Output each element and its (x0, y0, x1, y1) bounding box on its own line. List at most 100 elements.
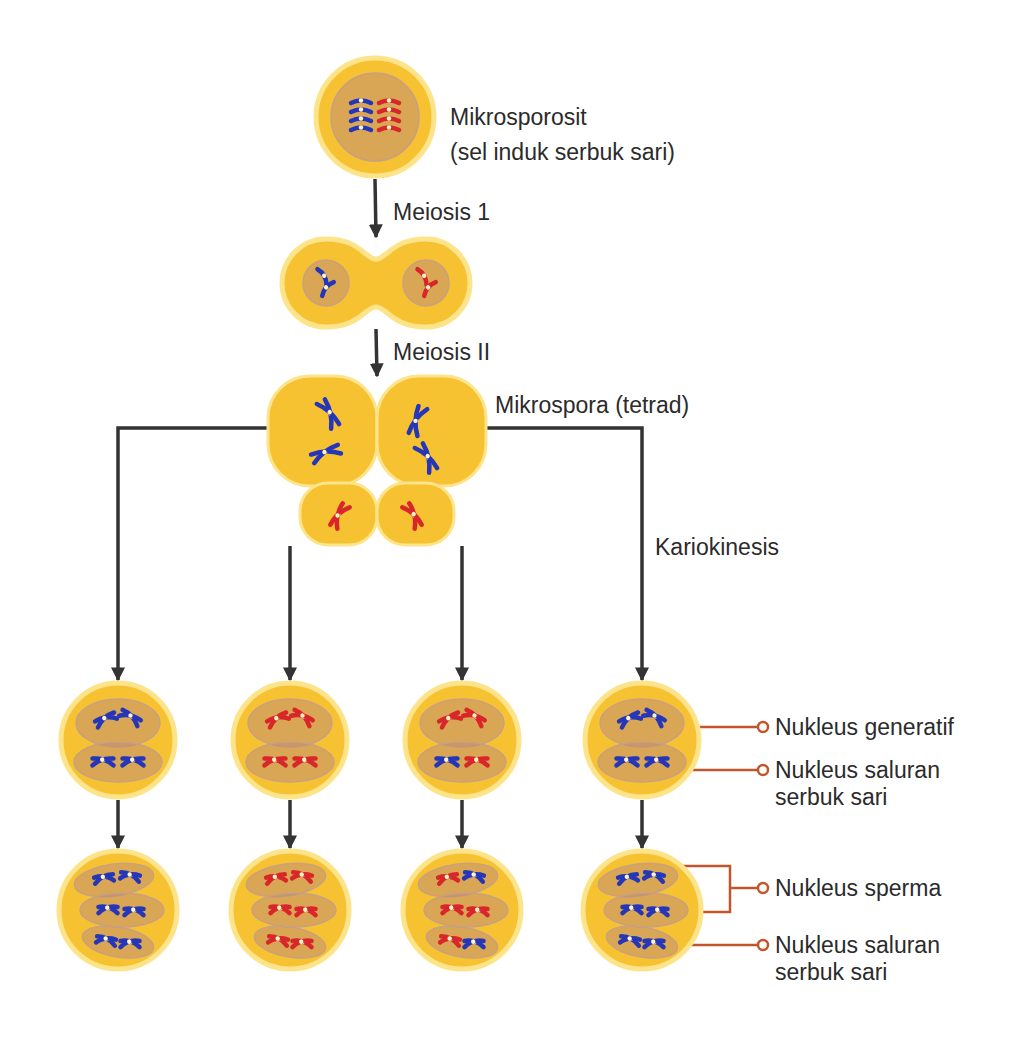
chromosome (617, 870, 637, 884)
cell-node (402, 680, 522, 800)
centromere (298, 939, 304, 945)
nucleus (424, 893, 508, 927)
leader-end (758, 940, 768, 950)
centromere (103, 936, 108, 941)
centromere (130, 907, 136, 913)
chromosome (441, 902, 461, 913)
chromosome (463, 936, 483, 947)
chromosome (468, 904, 488, 915)
leader-end (758, 722, 768, 732)
cell-wall (403, 851, 521, 969)
centromere (275, 936, 280, 941)
chromosome (351, 116, 371, 121)
chromatid (643, 713, 665, 720)
chromatid (463, 713, 485, 720)
cell-node (56, 848, 180, 972)
chromatid (438, 872, 457, 884)
cell-illustration (228, 848, 352, 972)
chromosome (415, 444, 440, 468)
chromatid (442, 905, 462, 914)
nucleus (74, 742, 162, 782)
chromosome (119, 871, 139, 878)
chromatid (124, 907, 144, 916)
cell-wall (231, 851, 349, 969)
nucleus (403, 260, 449, 306)
centromere (387, 125, 391, 129)
chromosome (270, 902, 290, 913)
chromatid (622, 905, 642, 914)
chromatid (402, 505, 423, 524)
chromosome (120, 936, 140, 947)
chromosome (98, 902, 118, 913)
chromatid (622, 905, 642, 914)
process-arrow (486, 428, 642, 680)
cell-wall (405, 683, 519, 797)
centromere (359, 116, 363, 120)
leader-end (758, 765, 768, 775)
chromatid (644, 939, 664, 948)
chromatid (93, 756, 115, 765)
chromosome (402, 504, 424, 525)
chromatid (318, 268, 329, 285)
chromosome (437, 870, 457, 884)
chromosome (379, 125, 399, 130)
cell-illustration (58, 680, 178, 800)
centromere (651, 872, 656, 877)
centromere (623, 757, 629, 763)
chromatid (270, 905, 290, 914)
cell-label: Mikrosporosit (450, 104, 587, 131)
cell-illustration (580, 848, 704, 972)
chromatid (648, 907, 668, 916)
chromosome (267, 935, 287, 942)
chromatid (464, 939, 484, 948)
chromatid (313, 443, 338, 463)
centromere (411, 511, 417, 517)
chromosome (265, 754, 287, 765)
chromosome (643, 711, 665, 720)
centromere (100, 874, 106, 880)
nucleus (604, 921, 680, 963)
centromere (99, 757, 105, 763)
centromere (302, 907, 308, 913)
chromosome (265, 870, 285, 884)
callout-label: Nukleus generatif (775, 714, 954, 741)
chromatid (320, 280, 333, 295)
cell-node (582, 680, 702, 800)
chromosome (293, 754, 315, 765)
chromosome (621, 902, 641, 913)
chromatid (92, 756, 114, 765)
chromatid (317, 402, 341, 424)
centromere (444, 874, 450, 880)
nucleus (252, 921, 328, 963)
cell-wall (61, 683, 175, 797)
centromere (624, 874, 630, 880)
chromatid (620, 711, 638, 728)
microspore (377, 483, 454, 545)
chromosome (648, 904, 668, 915)
cell-wall (316, 58, 434, 176)
chromosome (465, 754, 487, 765)
chromatid (265, 756, 287, 765)
chromosome (291, 711, 313, 720)
chromatid (422, 280, 435, 295)
centromere (625, 715, 631, 721)
nucleus (303, 260, 349, 306)
nucleus (604, 893, 688, 927)
centromere (335, 513, 340, 518)
chromatid (437, 756, 459, 765)
chromatid (120, 939, 140, 948)
chromatid (266, 872, 285, 884)
cell-node (400, 848, 524, 972)
chromosome (311, 441, 338, 463)
centromere (447, 936, 452, 941)
nucleus (248, 699, 332, 747)
process-label: Kariokinesis (655, 534, 779, 561)
chromosome (645, 754, 667, 765)
chromatid (617, 756, 639, 765)
chromosome (351, 107, 371, 112)
chromosome (351, 98, 371, 103)
chromosome (296, 904, 316, 915)
cell-illustration (56, 848, 180, 972)
chromatid (418, 268, 429, 285)
